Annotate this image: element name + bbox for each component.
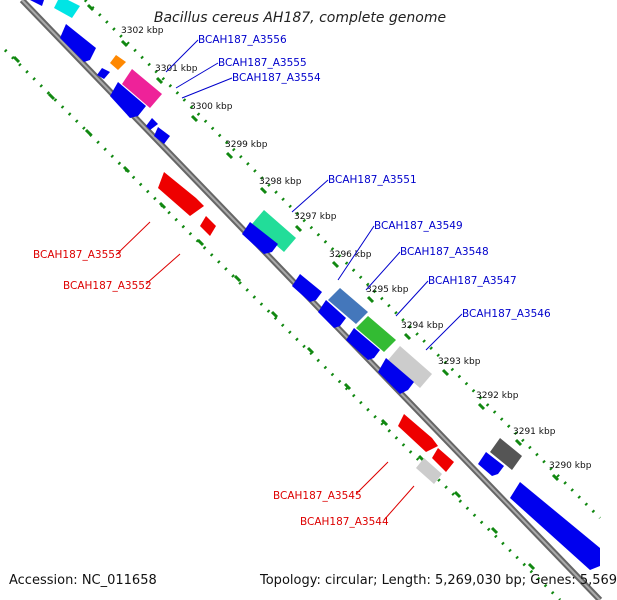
label-a3554[interactable]: BCAH187_A3554 — [232, 72, 321, 84]
gene-blue-small[interactable] — [154, 127, 170, 144]
gene-blue[interactable] — [292, 274, 322, 302]
gene-blue[interactable] — [60, 24, 96, 62]
gene-magenta[interactable] — [122, 69, 162, 108]
gene-red[interactable] — [398, 414, 438, 452]
gene-lightgray[interactable] — [388, 346, 432, 388]
accession-text: Accession: NC_011658 — [9, 573, 157, 588]
label-a3546[interactable]: BCAH187_A3546 — [462, 308, 551, 320]
tick-label: 3296 kbp — [329, 250, 372, 260]
gene-red-small[interactable] — [200, 216, 216, 236]
gene-darkgray[interactable] — [490, 438, 522, 470]
gene-red[interactable] — [432, 448, 454, 472]
gene-red[interactable] — [158, 172, 204, 216]
tick-label: 3291 kbp — [513, 427, 556, 437]
label-a3548[interactable]: BCAH187_A3548 — [400, 246, 489, 258]
tick-label: 3298 kbp — [259, 177, 302, 187]
gene-orange[interactable] — [110, 55, 126, 70]
gene-lightgray[interactable] — [416, 458, 442, 484]
gene-blue-long[interactable] — [510, 482, 600, 570]
gene-blue[interactable] — [242, 222, 278, 254]
gene-blue-small[interactable] — [146, 118, 158, 130]
tick-label: 3299 kbp — [225, 140, 268, 150]
topology-text: Topology: circular; Length: 5,269,030 bp… — [260, 573, 617, 588]
gene-mint[interactable] — [252, 210, 296, 252]
label-a3544[interactable]: BCAH187_A3544 — [300, 516, 389, 528]
label-a3545[interactable]: BCAH187_A3545 — [273, 490, 362, 502]
inner-dotted-track — [3, 48, 562, 600]
tick-label: 3292 kbp — [476, 391, 519, 401]
label-leaders — [115, 39, 463, 521]
map-title: Bacillus cereus AH187, complete genome — [153, 10, 447, 26]
gene-blue[interactable] — [346, 328, 380, 360]
label-a3556[interactable]: BCAH187_A3556 — [198, 34, 287, 46]
tick-label: 3293 kbp — [438, 357, 481, 367]
label-a3552[interactable]: BCAH187_A3552 — [63, 280, 152, 292]
genome-map: 3302 kbp 3301 kbp 3300 kbp 3299 kbp 3298 kbp… — [3, 0, 603, 600]
tick-label: 3290 kbp — [549, 461, 592, 471]
label-a3549[interactable]: BCAH187_A3549 — [374, 220, 463, 232]
label-a3551[interactable]: BCAH187_A3551 — [328, 174, 417, 186]
outer-dotted-track — [83, 0, 602, 520]
tick-label: 3294 kbp — [401, 321, 444, 331]
gene-blue[interactable] — [378, 358, 414, 394]
gene-green[interactable] — [356, 316, 396, 352]
tick-label: 3300 kbp — [190, 102, 233, 112]
tick-label: 3301 kbp — [155, 64, 198, 74]
tick-label: 3297 kbp — [294, 212, 337, 222]
gene-steelblue[interactable] — [328, 288, 368, 324]
gene-blue[interactable] — [110, 82, 146, 118]
gene-blue-small[interactable] — [97, 68, 110, 79]
label-a3555[interactable]: BCAH187_A3555 — [218, 57, 307, 69]
tick-labels: 3302 kbp 3301 kbp 3300 kbp 3299 kbp 3298 kbp… — [121, 26, 592, 471]
forward-strand-genes — [30, 0, 600, 570]
gene-labels: BCAH187_A3556 BCAH187_A3555 BCAH187_A355… — [33, 34, 551, 528]
label-a3547[interactable]: BCAH187_A3547 — [428, 275, 517, 287]
label-a3553[interactable]: BCAH187_A3553 — [33, 249, 122, 261]
gene-blue[interactable] — [478, 452, 504, 476]
tick-label: 3295 kbp — [366, 285, 409, 295]
gene-cyan[interactable] — [54, 0, 80, 18]
tick-label: 3302 kbp — [121, 26, 164, 36]
gene-blue-top[interactable] — [30, 0, 44, 6]
reverse-strand-genes — [158, 172, 454, 484]
gene-blue[interactable] — [318, 300, 346, 328]
